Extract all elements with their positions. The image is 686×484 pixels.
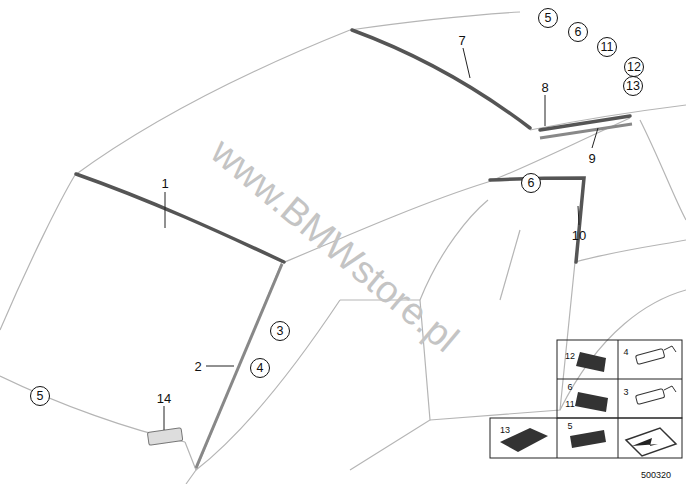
callout-number: 7 (458, 34, 465, 47)
callout-number: 12 (565, 352, 575, 361)
callout-number: 12 (627, 61, 641, 74)
callout-number: 5 (567, 422, 572, 431)
callout-number: 3 (277, 325, 284, 338)
callout-number: 5 (545, 12, 552, 25)
callout-circle: 6 (521, 173, 541, 193)
callout-number: 11 (601, 41, 614, 54)
callout-circle: 13 (623, 76, 643, 96)
callout-number: 14 (157, 392, 171, 405)
callout-number: 10 (572, 229, 586, 242)
callout-number: 5 (37, 390, 44, 403)
callout-number: 6 (567, 383, 572, 392)
callout-number: 6 (528, 177, 535, 190)
callout-number: 11 (565, 400, 574, 409)
callout-number: 13 (500, 426, 510, 435)
callout-circle: 5 (538, 8, 558, 28)
callout-circle: 4 (250, 358, 270, 378)
callout-number: 8 (541, 81, 548, 94)
callout-circle: 11 (597, 37, 617, 57)
callout-number: 13 (626, 80, 640, 93)
callout-circle: 6 (568, 22, 588, 42)
callout-circle: 5 (30, 386, 50, 406)
callout-number: 2 (194, 360, 201, 373)
callout-number: 6 (575, 26, 582, 39)
callout-number: 4 (257, 362, 264, 375)
callout-number: 3 (623, 388, 628, 397)
callout-number: 9 (588, 152, 595, 165)
callout-number: 4 (623, 348, 628, 357)
callout-number: 1 (161, 177, 168, 190)
callout-circle: 12 (624, 57, 644, 77)
callout-circle: 3 (270, 321, 290, 341)
callout-number: 500320 (641, 471, 671, 480)
